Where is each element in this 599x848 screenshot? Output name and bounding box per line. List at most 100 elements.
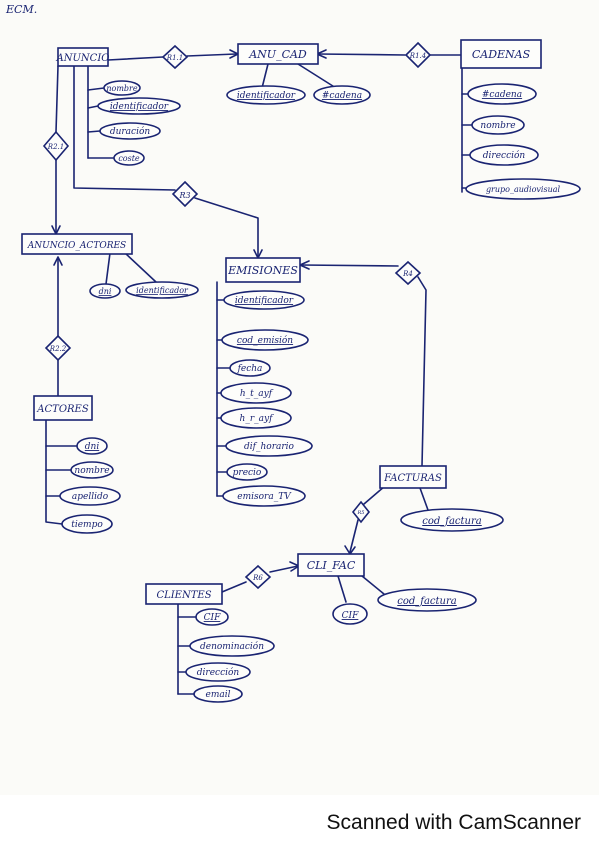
attribute-emisiones-h-t-ayf: h_t_ayf	[220, 382, 292, 404]
svg-text:duración: duración	[110, 126, 151, 137]
svg-text:#cadena: #cadena	[322, 91, 362, 101]
attribute-cli-fac-cif: CIF	[332, 603, 368, 625]
svg-text:coste: coste	[118, 154, 140, 163]
svg-text:grupo_audiovisual: grupo_audiovisual	[486, 185, 561, 194]
attribute-clientes-direccion: dirección	[185, 662, 251, 682]
svg-text:R3: R3	[178, 191, 190, 200]
attribute-actores-nombre: nombre	[70, 461, 114, 479]
entity-facturas: FACTURAS	[379, 465, 447, 489]
svg-text:#cadena: #cadena	[482, 90, 522, 100]
svg-text:ANUNCIO_ACTORES: ANUNCIO_ACTORES	[27, 241, 126, 251]
svg-text:h_t_ayf: h_t_ayf	[240, 389, 274, 399]
attribute-clientes-denominacion: denominación	[189, 635, 275, 657]
svg-text:cod_factura: cod_factura	[397, 596, 457, 607]
attribute-cadenas-grupo-audiovisual: grupo_audiovisual	[465, 178, 581, 200]
svg-text:dni: dni	[85, 442, 100, 452]
svg-text:R5: R5	[357, 510, 365, 516]
svg-text:CIF: CIF	[204, 613, 221, 623]
entity-cli-fac: CLI_FAC	[297, 553, 365, 577]
svg-text:CADENAS: CADENAS	[472, 48, 531, 61]
entity-actores: ACTORES	[33, 395, 93, 421]
attribute-anu-cad-identificador: identificador	[226, 85, 306, 105]
svg-text:cod_factura: cod_factura	[422, 516, 482, 527]
attribute-emisiones-precio: precio	[226, 463, 268, 481]
svg-text:identificador: identificador	[235, 296, 294, 306]
attribute-emisiones-h-r-ayf: h_r_ayf	[220, 407, 292, 429]
svg-text:ANU_CAD: ANU_CAD	[248, 48, 307, 61]
svg-text:CLIENTES: CLIENTES	[156, 590, 211, 601]
svg-text:identificador: identificador	[110, 102, 169, 112]
attribute-anuncio-identificador: identificador	[97, 97, 181, 115]
entity-anu-cad: ANU_CAD	[237, 43, 319, 65]
attribute-emisiones-fecha: fecha	[229, 359, 271, 377]
relation-r4: R4	[394, 260, 422, 286]
svg-text:ACTORES: ACTORES	[36, 404, 89, 415]
svg-text:tiempo: tiempo	[71, 520, 103, 530]
relation-r14: R1.4	[404, 41, 432, 69]
attribute-facturas-cod-factura: cod_factura	[400, 508, 504, 532]
entity-anuncio: ANUNCIO	[56, 47, 110, 67]
relation-r3: R3	[171, 180, 199, 208]
svg-text:CIF: CIF	[342, 611, 359, 621]
svg-text:identificador: identificador	[237, 91, 296, 101]
svg-text:R1.1: R1.1	[166, 54, 183, 62]
svg-text:R2.1: R2.1	[47, 143, 64, 151]
header-note: ECM.	[5, 3, 37, 16]
svg-text:R1.4: R1.4	[409, 52, 426, 60]
svg-text:email: email	[206, 690, 231, 700]
svg-text:R6: R6	[252, 574, 263, 582]
attribute-actores-apellido: apellido	[59, 486, 121, 506]
relation-r5: R5	[351, 500, 371, 524]
scanned-paper: ECM.	[5, 3, 581, 703]
entity-emisiones: EMISIONES	[225, 257, 301, 283]
er-diagram: ECM.	[5, 3, 581, 703]
attribute-emisiones-emisora-tv: emisora_TV	[222, 485, 306, 507]
attribute-emisiones-cod-emision: cod_emisión	[221, 329, 309, 351]
svg-text:apellido: apellido	[72, 492, 109, 502]
entity-clientes: CLIENTES	[145, 583, 223, 605]
svg-text:R4: R4	[402, 270, 413, 278]
svg-text:R2.2: R2.2	[49, 345, 67, 353]
relation-r11: R1.1	[161, 44, 189, 70]
svg-text:emisora_TV: emisora_TV	[237, 492, 292, 502]
attribute-actores-dni: dni	[76, 437, 108, 455]
svg-text:nombre: nombre	[74, 466, 109, 476]
svg-text:dirección: dirección	[483, 150, 526, 161]
attribute-emisiones-dif-horario: dif_horario	[225, 435, 313, 457]
attribute-cadenas-direccion: dirección	[469, 144, 539, 166]
attribute-anu-cad-cadena: #cadena	[313, 85, 371, 105]
svg-text:identificador: identificador	[136, 286, 189, 295]
attribute-anuncio-coste: coste	[113, 150, 145, 166]
svg-text:ANUNCIO: ANUNCIO	[56, 53, 110, 64]
svg-text:h_r_ayf: h_r_ayf	[240, 414, 275, 424]
svg-text:nombre: nombre	[106, 84, 138, 93]
attribute-clientes-email: email	[193, 685, 243, 703]
relation-r6: R6	[244, 564, 272, 590]
entity-cadenas: CADENAS	[460, 39, 542, 69]
svg-text:FACTURAS: FACTURAS	[383, 473, 442, 484]
attribute-cadenas-nombre: nombre	[471, 115, 525, 135]
attribute-cadenas-cadena: #cadena	[467, 83, 537, 105]
relation-r21: R2.1	[42, 130, 70, 162]
scanner-footer: Scanned with CamScanner	[0, 795, 599, 848]
svg-text:nombre: nombre	[480, 121, 515, 131]
attribute-emisiones-identificador: identificador	[223, 290, 305, 310]
scanner-watermark: Scanned with CamScanner	[326, 811, 581, 834]
svg-text:EMISIONES: EMISIONES	[227, 264, 298, 277]
svg-text:CLI_FAC: CLI_FAC	[307, 559, 356, 572]
svg-text:fecha: fecha	[237, 364, 263, 374]
entity-anuncio-actores: ANUNCIO_ACTORES	[21, 233, 133, 255]
attribute-anuncio-actores-dni: dni	[89, 283, 121, 299]
svg-text:dirección: dirección	[197, 667, 240, 678]
svg-text:denominación: denominación	[200, 641, 264, 652]
connectors	[45, 49, 473, 695]
svg-text:dif_horario: dif_horario	[244, 442, 295, 452]
attribute-anuncio-duracion: duración	[99, 122, 161, 140]
svg-text:cod_emisión: cod_emisión	[237, 335, 293, 346]
attribute-anuncio-actores-identificador: identificador	[125, 281, 199, 299]
attribute-cli-fac-cod-factura: cod_factura	[377, 588, 477, 612]
svg-text:precio: precio	[233, 468, 262, 478]
attribute-clientes-cif: CIF	[195, 608, 229, 626]
attribute-anuncio-nombre: nombre	[103, 80, 141, 96]
svg-text:dni: dni	[99, 287, 112, 296]
